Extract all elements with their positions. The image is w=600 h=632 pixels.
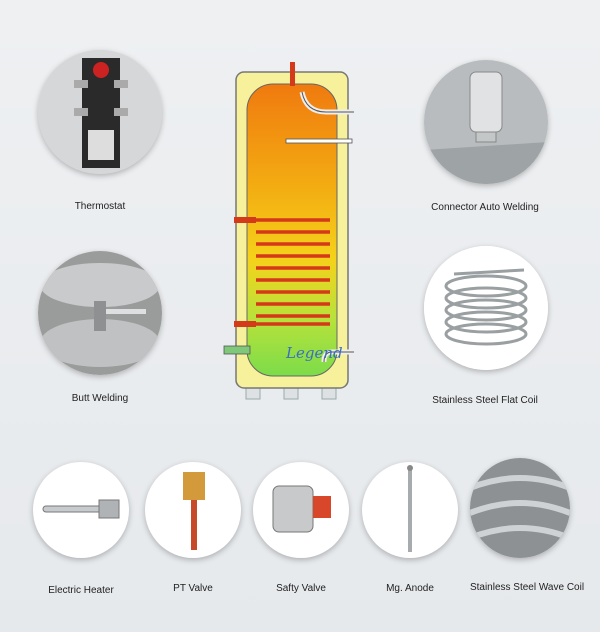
butt-welding-icon (38, 251, 162, 375)
tank-foot (283, 386, 299, 400)
mg-anode-image (362, 462, 458, 558)
wave-coil-icon (470, 458, 570, 558)
connector-auto-welding-image (424, 60, 548, 184)
connector-auto-welding-label: Connector Auto Welding (431, 202, 539, 213)
thermostat-icon (38, 50, 162, 174)
legend-logo: Legend (285, 344, 343, 362)
butt-welding-label: Butt Welding (71, 393, 129, 404)
safty-valve-label: Safty Valve (276, 583, 326, 594)
thermostat-label: Thermostat (74, 201, 126, 212)
sensor-pipe (285, 138, 353, 144)
electric-heater-label: Electric Heater (48, 585, 114, 596)
heater-port (223, 345, 251, 355)
coil-inlet (234, 217, 256, 223)
wave-coil-image (470, 458, 570, 558)
mg-anode-label: Mg. Anode (386, 583, 434, 594)
flat-coil-icon (424, 246, 548, 370)
pt-valve-icon (183, 472, 205, 550)
electric-heater-image (33, 462, 129, 558)
thermostat-image (38, 50, 162, 174)
electric-heater-icon (42, 499, 120, 519)
connector-icon (424, 60, 548, 184)
flat-coil-image (424, 246, 548, 370)
tank-foot (321, 386, 337, 400)
pt-valve-image (145, 462, 241, 558)
water-tank-diagram: Legend (223, 62, 354, 400)
safty-valve-image (253, 462, 349, 558)
mg-anode-icon (407, 465, 413, 552)
heating-coil (256, 218, 330, 326)
flat-coil-label: Stainless Steel Flat Coil (432, 395, 538, 406)
hot-outlet-pipe (290, 62, 295, 86)
coil-outlet (234, 321, 256, 327)
butt-welding-image (38, 251, 162, 375)
safty-valve-icon (272, 485, 331, 533)
pt-valve-label: PT Valve (173, 583, 213, 594)
tank-foot (245, 386, 261, 400)
tank-inner (246, 83, 338, 377)
wave-coil-label: Stainless Steel Wave Coil (469, 582, 585, 593)
